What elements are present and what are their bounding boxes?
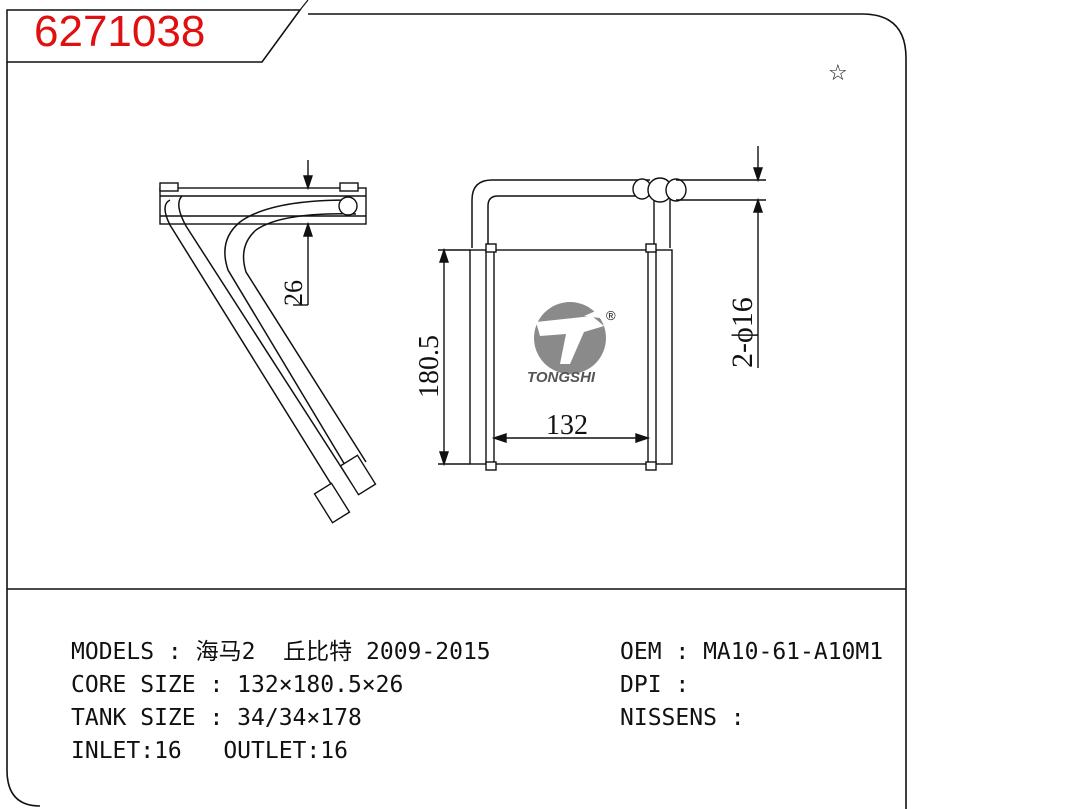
dim-width-label: 132: [546, 410, 588, 441]
front-top-pipe-outer: [471, 179, 650, 248]
spec-dpi: DPI :: [620, 672, 690, 698]
dim-pipe-arrow-top: [753, 167, 763, 183]
tongshi-logo: ® TONGSHI: [527, 302, 616, 386]
spec-tank-size: TANK SIZE : 34/34×178: [71, 705, 362, 731]
side-pipe-cap: [338, 196, 358, 216]
spec-oem: OEM : MA10-61-A10M1: [620, 639, 884, 665]
side-pipe-outer-a: [164, 199, 337, 493]
frame-left-edge: [6, 62, 41, 807]
front-core-tab: [645, 461, 657, 471]
dim-26-arrow-bottom: [303, 221, 313, 237]
dim-pipe-arrow-bottom: [753, 197, 763, 213]
logo-wing: [584, 304, 612, 318]
specs-right-column: OEM : MA10-61-A10M1 DPI : NISSENS :: [620, 636, 883, 735]
spec-nissens: NISSENS :: [620, 705, 745, 731]
dim-180-arrow-bottom: [439, 451, 449, 467]
logo-text: TONGSHI: [527, 369, 596, 386]
part-number: 6271038: [34, 7, 206, 56]
front-core-tab: [485, 461, 497, 471]
dim-26-arrow-top: [303, 175, 313, 191]
logo-registered: ®: [606, 308, 616, 323]
spec-models: MODELS : 海马2 丘比特 2009-2015: [71, 639, 491, 665]
side-pipe-outer-b: [178, 195, 353, 485]
side-tank: [159, 187, 367, 225]
tab-slant-line: [261, 0, 309, 63]
front-view: [438, 146, 766, 471]
front-core-tab: [645, 243, 657, 253]
side-pipe-end-2: [339, 454, 377, 496]
dim-132-arrow-left: [491, 433, 507, 443]
dim-depth-label: 26: [279, 280, 308, 306]
side-pipe-inner-b: [242, 213, 367, 463]
frame-top-right-edge: [308, 13, 907, 809]
front-pipe-end-c: [665, 178, 687, 202]
side-pipe-inner-a: [224, 199, 349, 471]
side-tank-cap-left: [159, 182, 179, 192]
logo-mark: [536, 316, 604, 364]
dim-132-arrow-right: [635, 433, 651, 443]
spec-core-size: CORE SIZE : 132×180.5×26: [71, 672, 404, 698]
dim-180-arrow-top: [439, 247, 449, 263]
front-top-pipe-inner: [487, 195, 650, 248]
dim-height-label: 180.5: [414, 335, 445, 398]
side-tank-cap-right: [339, 182, 359, 192]
specs-left-column: MODELS : 海马2 丘比特 2009-2015 CORE SIZE : 1…: [71, 636, 491, 768]
star-icon: ☆: [828, 61, 848, 86]
front-core-tab: [485, 243, 497, 253]
spec-inlet-outlet: INLET:16 OUTLET:16: [71, 738, 348, 764]
side-pipe-end-1: [313, 482, 351, 524]
dim-pipes-label: 2-ϕ16: [726, 297, 759, 368]
side-view: [159, 160, 377, 524]
